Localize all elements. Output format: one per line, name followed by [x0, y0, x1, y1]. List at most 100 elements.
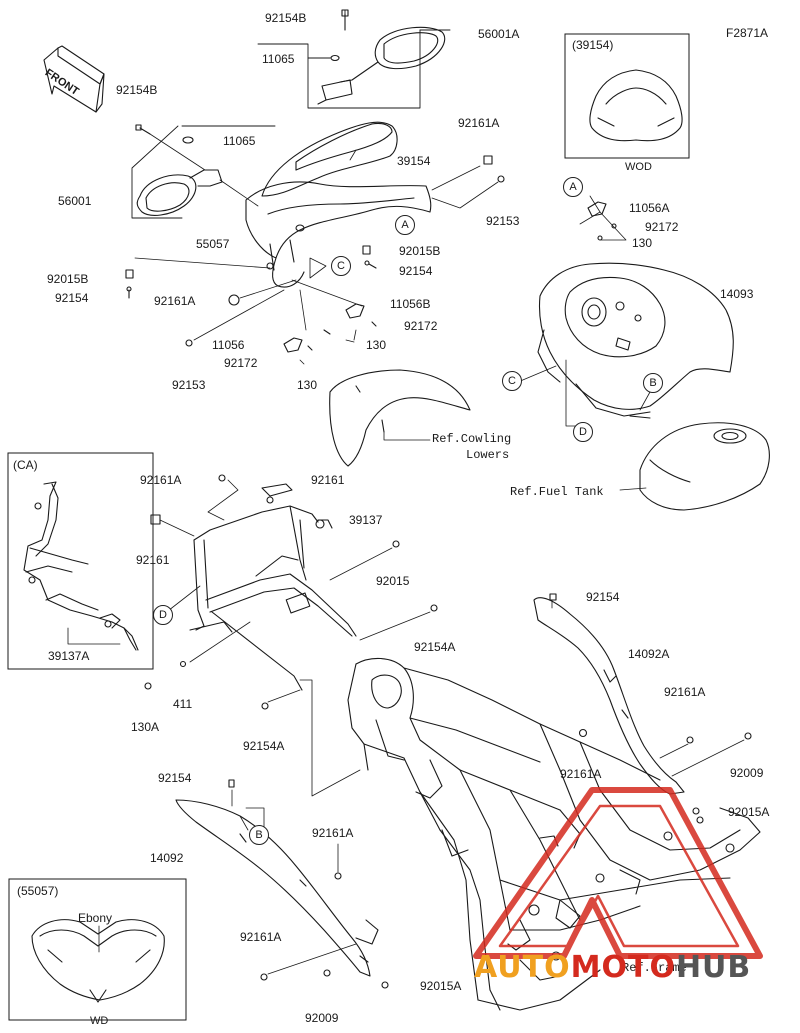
inset-wod-caption: WOD: [625, 161, 652, 173]
screw-92154a-low: [261, 702, 269, 710]
label-56001: 56001: [58, 194, 92, 208]
label-92015a-right: 92015A: [728, 805, 770, 819]
label-92154-side: 92154: [586, 590, 620, 604]
main-frame-ref: [347, 657, 761, 1011]
nut-92015a-right: [692, 807, 700, 815]
watermark-text: AUTOMOTOHUB: [474, 950, 751, 985]
callout-a-2: A: [563, 177, 583, 197]
label-39137: 39137: [349, 513, 383, 527]
nut-92015b-right: [362, 245, 371, 255]
nut-92161a-low: [334, 872, 342, 880]
nut-92161a-mid: [228, 294, 240, 306]
label-92154-low: 92154: [158, 771, 192, 785]
front-arrow-icon: [43, 45, 105, 113]
inset-wod-frame: [564, 33, 690, 159]
ref-frame: Ref.Frame: [622, 961, 687, 975]
nut-92015a-bottom: [381, 981, 389, 989]
inset-wd-frame: [8, 878, 187, 1021]
label-92172-mid: 92172: [404, 319, 438, 333]
bolt-92154b-left: [135, 124, 151, 135]
screw-92009-right: [744, 732, 752, 740]
label-11056a: 11056A: [629, 201, 670, 215]
cowling-lowers-ref: [329, 369, 471, 467]
label-39137a: 39137A: [48, 649, 90, 663]
label-92154-right: 92154: [399, 264, 433, 278]
ref-cowling-lowers-line1: Ref.Cowling: [432, 432, 512, 446]
label-14092: 14092: [150, 851, 184, 865]
label-92172-left: 92172: [224, 356, 258, 370]
inner-cowl-55057: [245, 181, 432, 288]
ref-fuel-tank: Ref.Fuel Tank: [510, 485, 604, 499]
side-cover-14092a: [533, 597, 685, 795]
inset-wod-code: (39154): [572, 38, 614, 52]
label-92161a-mid: 92161A: [154, 294, 196, 308]
label-11056: 11056: [212, 338, 245, 352]
windshield-wod: [589, 69, 683, 142]
ref-cowling-lowers-line2: Lowers: [466, 448, 510, 462]
label-39154: 39154: [397, 154, 431, 168]
inset-wd-note: Ebony: [78, 911, 113, 925]
label-92154b-top: 92154B: [265, 11, 307, 25]
nut-92161a-frame: [218, 474, 226, 482]
label-130-right: 130: [632, 236, 653, 250]
label-92154a-low: 92154A: [243, 739, 285, 753]
grommet-11065: [182, 136, 194, 144]
fuel-tank-ref: [639, 422, 770, 511]
label-92154a-top: 92154A: [414, 640, 456, 654]
screw-92154-low: [228, 779, 235, 788]
nut-92015: [392, 540, 400, 548]
label-92015: 92015: [376, 574, 410, 588]
label-92154-left: 92154: [55, 291, 89, 305]
label-130-mid: 130: [366, 338, 387, 352]
callout-a-1: A: [395, 215, 415, 235]
inset-wd-code: (55057): [17, 884, 59, 898]
inset-ca-frame: [7, 452, 154, 670]
washer-411: [179, 660, 187, 668]
label-92015b-left: 92015B: [47, 272, 89, 286]
label-14093: 14093: [720, 287, 754, 301]
label-92015b-right: 92015B: [399, 244, 441, 258]
watermark-hub: HUB: [675, 950, 752, 985]
label-92161a-top: 92161A: [458, 116, 500, 130]
figure-code: F2871A: [726, 26, 769, 40]
cowl-wd: [31, 919, 165, 1003]
watermark-logo: [473, 787, 763, 959]
label-92153-right: 92153: [486, 214, 520, 228]
label-92161a-frame: 92161A: [140, 473, 182, 487]
label-11065-top: 11065: [262, 52, 295, 66]
callout-b-2: B: [249, 825, 269, 845]
label-92161a-low: 92161A: [312, 826, 354, 840]
callout-d-1: D: [573, 422, 593, 442]
label-92161-left: 92161: [136, 553, 170, 567]
callout-c-1: C: [331, 256, 351, 276]
bracket-11056a: [587, 201, 617, 241]
bracket-11056b: [323, 303, 377, 335]
label-92009-right: 92009: [730, 766, 764, 780]
label-14092a: 14092A: [628, 647, 670, 661]
label-92172-right: 92172: [645, 220, 679, 234]
nut-92161a-bottom: [260, 973, 268, 981]
nut-92161a-right2: [578, 728, 588, 738]
nut-92161a-right: [686, 736, 694, 744]
label-92161a-right2: 92161A: [560, 767, 602, 781]
screw-92009-bottom: [323, 969, 331, 977]
mirror-56001: [136, 169, 223, 216]
label-92161a-right: 92161A: [664, 685, 706, 699]
bracket-11056: [283, 337, 313, 353]
label-92015a-bottom: 92015A: [420, 979, 462, 993]
label-411: 411: [173, 697, 193, 711]
bracket-39137a: [23, 481, 139, 651]
screw-130a: [144, 682, 152, 690]
label-92153-left: 92153: [172, 378, 206, 392]
label-56001a: 56001A: [478, 27, 520, 41]
nut-92161a-top: [483, 155, 493, 165]
screw-92154a-top: [430, 604, 438, 612]
nut-92015b-left: [125, 269, 134, 279]
label-55057: 55057: [196, 237, 230, 251]
label-130a: 130A: [131, 720, 160, 734]
label-11065-left: 11065: [223, 134, 256, 148]
screw-92154-side: [549, 593, 557, 601]
label-92161a-bottom: 92161A: [240, 930, 282, 944]
label-130-low: 130: [297, 378, 318, 392]
